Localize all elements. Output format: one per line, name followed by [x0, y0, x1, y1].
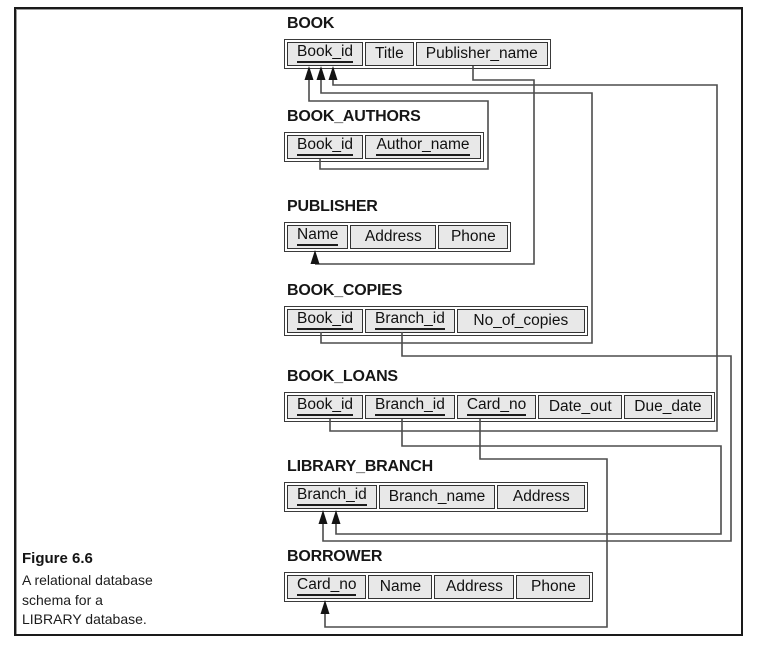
- attribute-cell-phone: Phone: [516, 575, 591, 599]
- table-book_copies: BOOK_COPIES Book_id Branch_id No_of_copies: [284, 283, 588, 336]
- attribute-cell-book_id: Book_id: [287, 135, 364, 159]
- table-title: PUBLISHER: [287, 198, 378, 215]
- figure-caption: Figure 6.6 A relational database schema …: [22, 550, 222, 630]
- attribute-label: Address: [446, 577, 503, 595]
- attribute-label: No_of_copies: [473, 311, 569, 329]
- primary-key-attribute: Book_id: [297, 397, 354, 416]
- attribute-row: Book_id Branch_id Card_no Date_out Due_date: [284, 392, 715, 422]
- primary-key-attribute: Book_id: [297, 44, 354, 63]
- table-library_branch: LIBRARY_BRANCH Branch_id Branch_name Addres…: [284, 458, 589, 512]
- attribute-cell-branch_name: Branch_name: [378, 485, 496, 509]
- attribute-cell-book_id: Book_id: [287, 42, 364, 66]
- attribute-label: Date_out: [548, 397, 612, 415]
- attribute-label: Address: [364, 227, 422, 245]
- table-title: BOOK_COPIES: [287, 282, 403, 299]
- primary-key-attribute: Branch_id: [375, 397, 445, 416]
- attribute-cell-name: Name: [287, 225, 349, 249]
- attribute-cell-date_out: Date_out: [538, 395, 623, 419]
- attribute-cell-branch_id: Branch_id: [287, 485, 377, 509]
- caption-line: LIBRARY database.: [22, 611, 147, 627]
- primary-key-attribute: Author_name: [376, 137, 470, 156]
- attribute-label: Name: [379, 577, 422, 595]
- attribute-cell-due_date: Due_date: [624, 395, 712, 419]
- table-title: BOOK: [287, 15, 335, 32]
- attribute-label: Due_date: [634, 397, 702, 415]
- attribute-label: Title: [375, 44, 404, 62]
- attribute-row: Card_no Name Address Phone: [284, 572, 594, 602]
- attribute-cell-address: Address: [350, 225, 437, 249]
- attribute-label: Publisher_name: [425, 44, 538, 62]
- attribute-row: Book_id Branch_id No_of_copies: [284, 306, 588, 336]
- attribute-label: Phone: [531, 577, 576, 595]
- table-title: BOOK_LOANS: [287, 368, 398, 385]
- primary-key-attribute: Card_no: [466, 397, 527, 416]
- attribute-cell-phone: Phone: [438, 225, 509, 249]
- table-title: BOOK_AUTHORS: [287, 108, 421, 125]
- primary-key-attribute: Branch_id: [297, 487, 367, 506]
- table-publisher: PUBLISHER Name Address Phone: [284, 198, 512, 252]
- attribute-cell-no_of_copies: No_of_copies: [456, 309, 585, 333]
- attribute-cell-branch_id: Branch_id: [365, 309, 455, 333]
- table-book: BOOK Book_id Title Publisher_name: [284, 16, 551, 69]
- attribute-row: Branch_id Branch_name Address: [284, 482, 589, 512]
- attribute-label: Phone: [450, 227, 496, 245]
- attribute-cell-book_id: Book_id: [287, 395, 364, 419]
- attribute-cell-card_no: Card_no: [287, 575, 367, 599]
- attribute-row: Book_id Author_name: [284, 132, 485, 162]
- table-book_authors: BOOK_AUTHORS Book_id Author_name: [284, 108, 485, 162]
- attribute-label: Branch_name: [388, 487, 486, 505]
- attribute-label: Address: [512, 487, 570, 505]
- primary-key-attribute: Book_id: [297, 137, 354, 156]
- primary-key-attribute: Book_id: [297, 311, 354, 330]
- attribute-cell-title: Title: [365, 42, 414, 66]
- attribute-cell-author_name: Author_name: [365, 135, 482, 159]
- attribute-row: Name Address Phone: [284, 222, 512, 252]
- primary-key-attribute: Name: [297, 227, 339, 246]
- primary-key-attribute: Card_no: [297, 577, 357, 596]
- caption-line: A relational database: [22, 572, 153, 588]
- attribute-cell-publisher_name: Publisher_name: [415, 42, 548, 66]
- table-title: BORROWER: [287, 548, 383, 565]
- attribute-cell-branch_id: Branch_id: [365, 395, 455, 419]
- attribute-cell-book_id: Book_id: [287, 309, 364, 333]
- attribute-cell-card_no: Card_no: [456, 395, 537, 419]
- table-borrower: BORROWER Card_no Name Address Phone: [284, 548, 594, 602]
- figure-border: [14, 7, 743, 636]
- table-book_loans: BOOK_LOANS Book_id Branch_id Card_no Date_ou…: [284, 369, 715, 422]
- attribute-row: Book_id Title Publisher_name: [284, 39, 551, 69]
- attribute-cell-address: Address: [434, 575, 515, 599]
- caption-line: schema for a: [22, 591, 103, 608]
- table-title: LIBRARY_BRANCH: [287, 458, 433, 475]
- attribute-cell-name: Name: [368, 575, 433, 599]
- primary-key-attribute: Branch_id: [375, 311, 445, 330]
- caption-title: Figure 6.6: [22, 550, 93, 567]
- attribute-cell-address: Address: [497, 485, 586, 509]
